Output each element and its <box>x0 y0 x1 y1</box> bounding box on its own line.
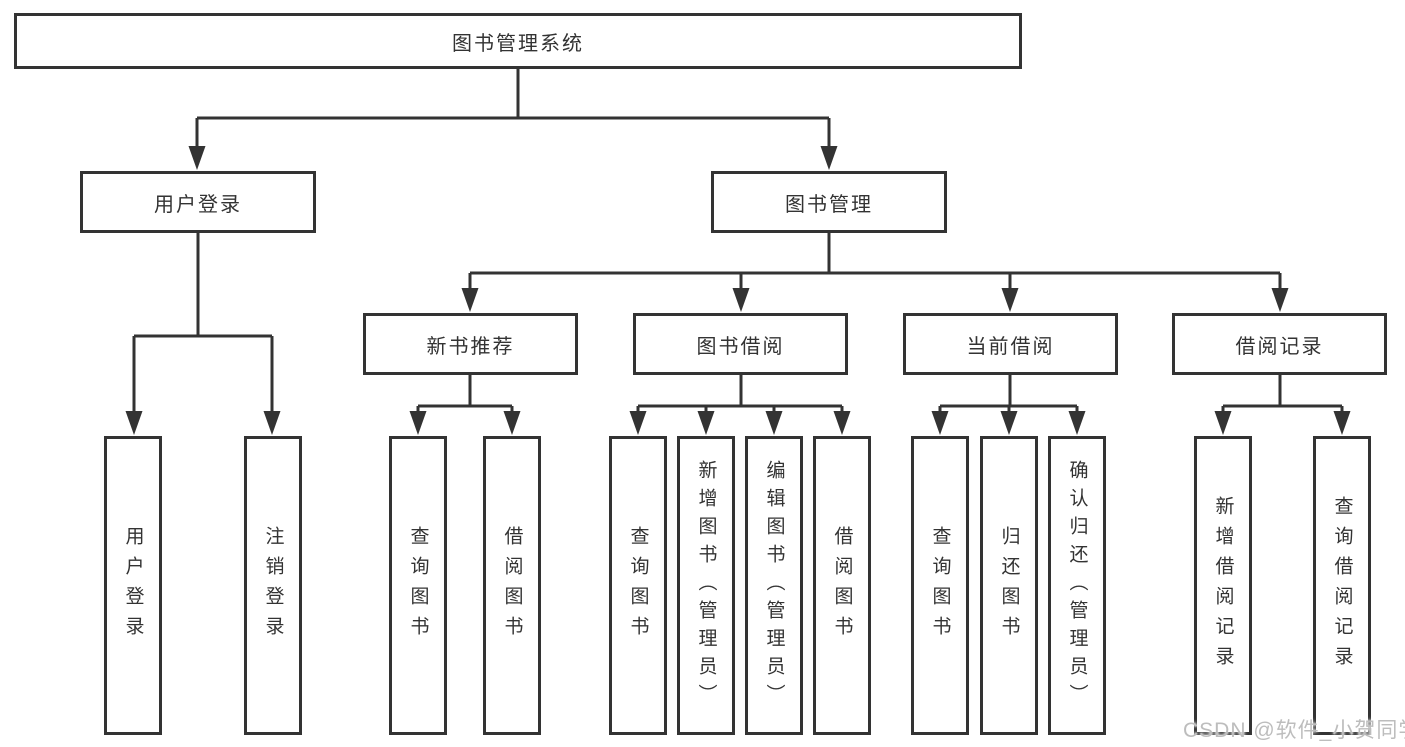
leaf-query-borrow-record: 查询借阅记录 <box>1313 436 1371 735</box>
leaf-query-books-current: 查询图书 <box>911 436 969 735</box>
leaf-logout-label: 注销登录 <box>262 525 284 646</box>
leaf-add-borrow-record-label: 新增借阅记录 <box>1212 495 1234 676</box>
csdn-watermark: CSDN @软件_小贺同学 <box>1183 719 1405 742</box>
leaf-confirm-return-admin-label: 确认归还（管理员） <box>1066 459 1088 712</box>
leaf-query-books-recommend-label: 查询图书 <box>407 525 429 646</box>
arrowheads <box>125 146 1351 435</box>
leaf-borrow-books-recommend-label: 借阅图书 <box>501 525 523 646</box>
leaf-borrow-books-recommend: 借阅图书 <box>483 436 541 735</box>
leaf-user-login-label: 用户登录 <box>122 525 144 646</box>
leaf-add-borrow-record: 新增借阅记录 <box>1194 436 1252 735</box>
leaf-query-books-borrow: 查询图书 <box>609 436 667 735</box>
leaf-edit-books-admin-label: 编辑图书（管理员） <box>763 459 785 712</box>
leaf-borrow-books: 借阅图书 <box>813 436 871 735</box>
leaf-logout: 注销登录 <box>244 436 302 735</box>
root-node-library-system: 图书管理系统 <box>14 13 1022 69</box>
group-new-book-recommend: 新书推荐 <box>363 313 578 375</box>
leaf-user-login: 用户登录 <box>104 436 162 735</box>
group-book-borrow: 图书借阅 <box>633 313 848 375</box>
leaf-add-books-admin-label: 新增图书（管理员） <box>695 459 717 712</box>
leaf-add-books-admin: 新增图书（管理员） <box>677 436 735 735</box>
leaf-return-books: 归还图书 <box>980 436 1038 735</box>
branch-user-login: 用户登录 <box>80 171 316 233</box>
leaf-query-borrow-record-label: 查询借阅记录 <box>1331 495 1353 676</box>
group-borrow-records: 借阅记录 <box>1172 313 1387 375</box>
leaf-query-books-current-label: 查询图书 <box>929 525 951 646</box>
group-current-borrow: 当前借阅 <box>903 313 1118 375</box>
leaf-query-books-borrow-label: 查询图书 <box>627 525 649 646</box>
leaf-query-books-recommend: 查询图书 <box>389 436 447 735</box>
branch-book-management: 图书管理 <box>711 171 947 233</box>
leaf-confirm-return-admin: 确认归还（管理员） <box>1048 436 1106 735</box>
leaf-return-books-label: 归还图书 <box>998 525 1020 646</box>
leaf-edit-books-admin: 编辑图书（管理员） <box>745 436 803 735</box>
leaf-borrow-books-label: 借阅图书 <box>831 525 853 646</box>
